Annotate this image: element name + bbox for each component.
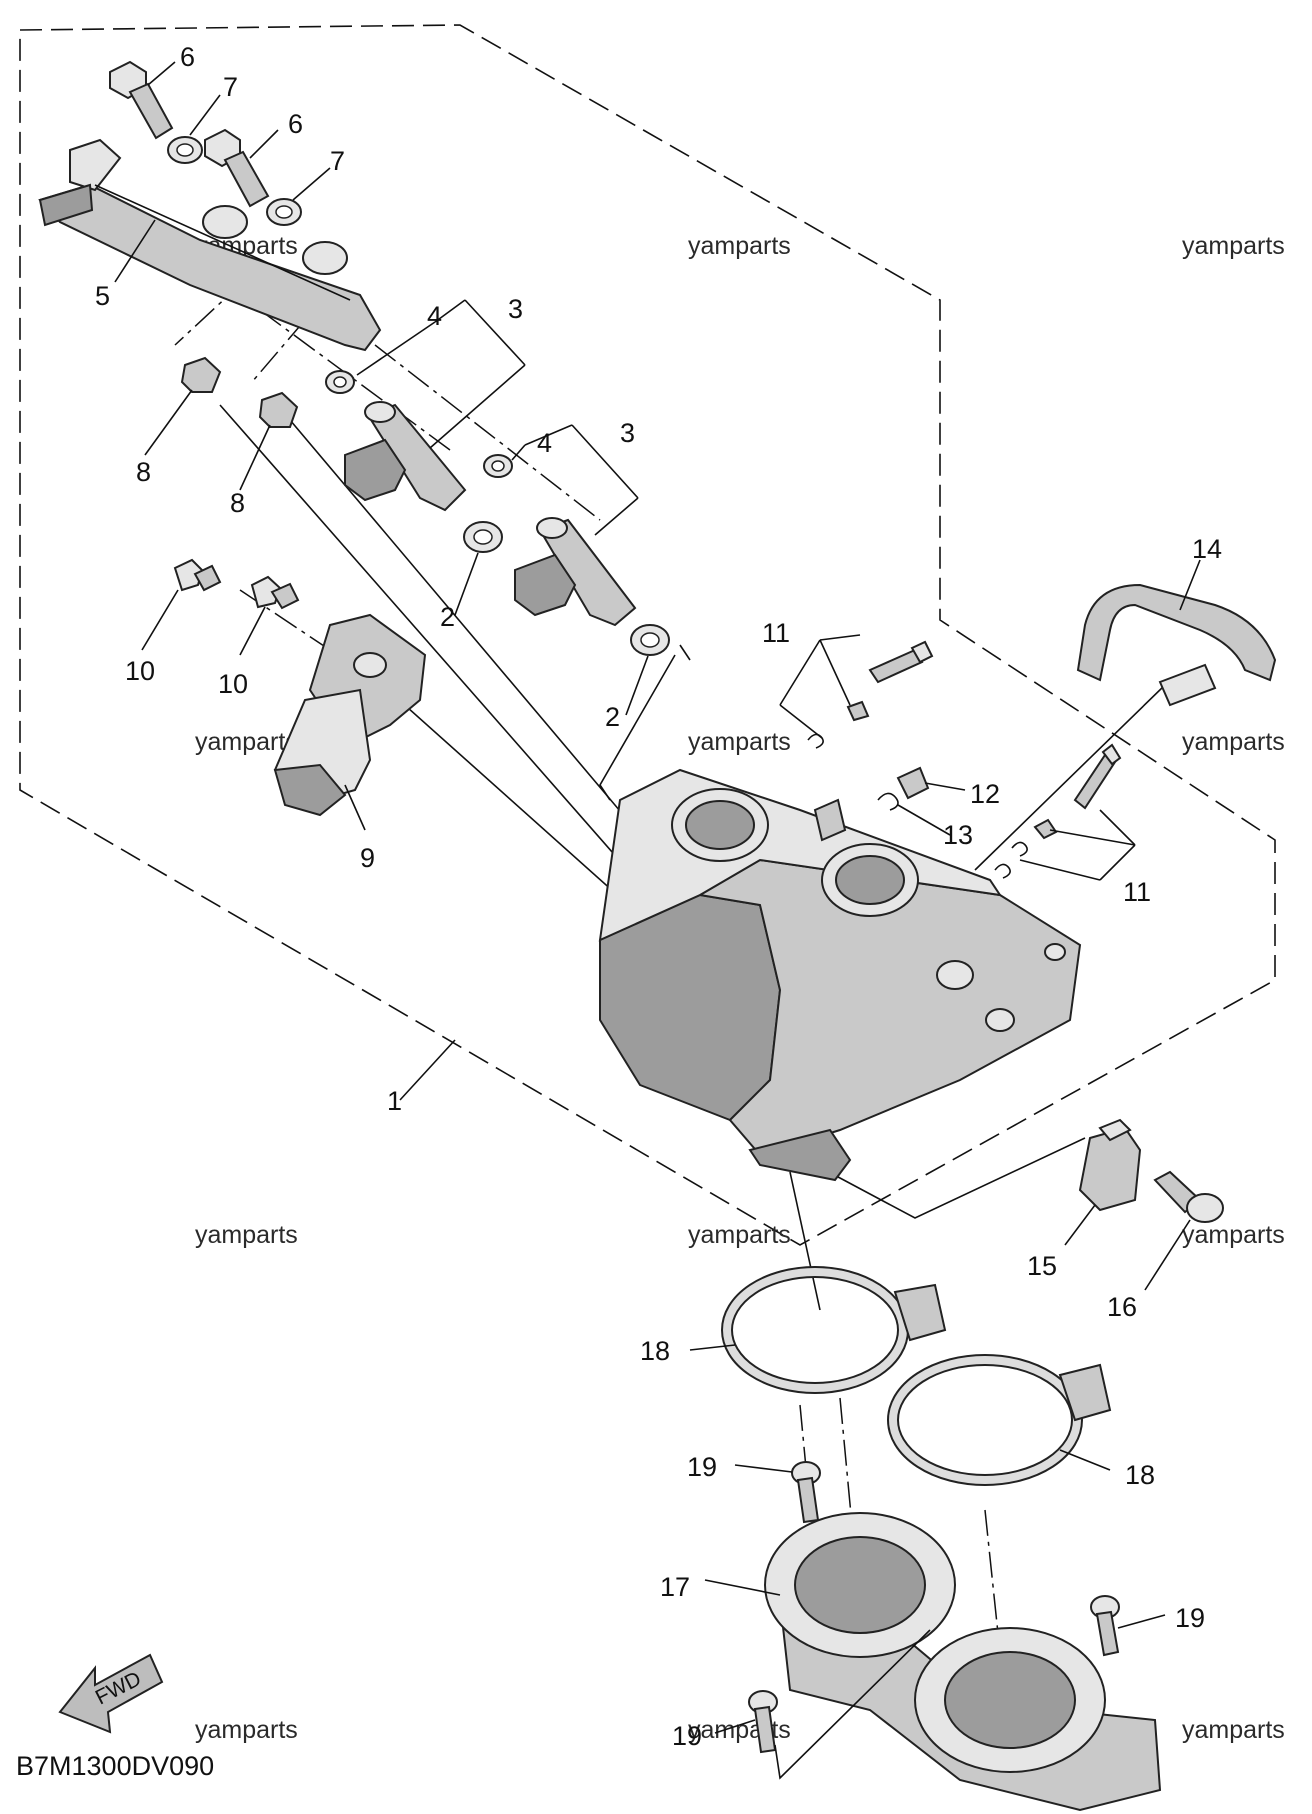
o-ring-4-left: [325, 370, 355, 394]
watermark: yamparts: [1182, 728, 1285, 756]
hose-14: [1076, 583, 1277, 707]
watermark: yamparts: [1182, 1221, 1285, 1249]
callout-12: 12: [970, 779, 1000, 809]
callout-7: 7: [330, 146, 345, 176]
callout-14: 14: [1192, 534, 1222, 564]
screw-10-left: [173, 558, 222, 592]
intake-joint-17: [764, 1512, 1162, 1812]
throttle-body: [598, 768, 1082, 1182]
callout-6: 6: [288, 109, 303, 139]
callout-19: 19: [687, 1452, 717, 1482]
callout-3: 3: [508, 294, 523, 324]
callout-2: 2: [605, 702, 620, 732]
callout-7: 7: [223, 72, 238, 102]
seal-2-right: [630, 624, 670, 656]
clip-13: [877, 792, 899, 811]
callout-17: 17: [660, 1572, 690, 1602]
callout-10: 10: [125, 656, 155, 686]
seal-2-left: [463, 521, 503, 553]
watermark: yamparts: [195, 1716, 298, 1744]
bolt-19-right: [1090, 1595, 1120, 1657]
injector-3-right: [514, 517, 637, 627]
gasket-7-lower: [266, 198, 302, 226]
watermark: yamparts: [688, 1716, 791, 1744]
callout-labels: 6 6 7 7 5 4 3 4 3 8 8 2 2 10 10 9 11 12 …: [95, 42, 1222, 1751]
callout-2: 2: [440, 602, 455, 632]
clamp-18-lower: [887, 1354, 1112, 1486]
callout-10: 10: [218, 669, 248, 699]
callout-8: 8: [230, 488, 245, 518]
callout-18: 18: [1125, 1460, 1155, 1490]
bolt-6-upper: [109, 60, 174, 140]
fuel-rail-5: [38, 138, 382, 352]
o-ring-4-right: [483, 454, 513, 478]
watermark: yamparts: [1182, 1716, 1285, 1744]
callout-1: 1: [387, 1086, 402, 1116]
forward-arrow-icon: FWD: [58, 1653, 164, 1734]
callout-16: 16: [1107, 1292, 1137, 1322]
callout-19: 19: [1175, 1603, 1205, 1633]
callout-11: 11: [762, 618, 790, 648]
watermark: yamparts: [688, 1221, 791, 1249]
watermark: yamparts: [688, 232, 791, 260]
bolt-19-lower: [748, 1690, 778, 1754]
bolt-6-lower: [204, 128, 270, 208]
watermark: yamparts: [1182, 232, 1285, 260]
screw-set-11-upper: [807, 640, 934, 749]
callout-18: 18: [640, 1336, 670, 1366]
screw-set-11-lower: [994, 743, 1122, 879]
callout-11: 11: [1123, 877, 1151, 907]
bolt-19-upper: [791, 1461, 821, 1524]
sensor-15: [1078, 1118, 1142, 1212]
callout-8: 8: [136, 457, 151, 487]
callout-13: 13: [943, 820, 973, 850]
assembly-1-boundary: [19, 24, 1276, 1246]
callout-5: 5: [95, 281, 110, 311]
sensor-9: [273, 613, 427, 817]
bolt-16: [1153, 1170, 1224, 1223]
watermarks: yamparts yamparts yamparts yamparts yamp…: [195, 232, 1285, 1744]
watermark: yamparts: [195, 1221, 298, 1249]
diagram-code: B7M1300DV090: [16, 1751, 214, 1781]
callout-15: 15: [1027, 1251, 1057, 1281]
cap-12: [896, 766, 930, 800]
watermark: yamparts: [195, 728, 298, 756]
injector-3-left: [344, 401, 467, 512]
callout-9: 9: [360, 843, 375, 873]
callout-19: 19: [672, 1721, 702, 1751]
clamp-18-upper: [721, 1266, 947, 1394]
cap-8-left: [180, 356, 222, 393]
screw-10-right: [250, 575, 300, 610]
callout-6: 6: [180, 42, 195, 72]
watermark: yamparts: [688, 728, 791, 756]
callout-4: 4: [427, 301, 442, 331]
callout-4: 4: [537, 428, 552, 458]
callout-3: 3: [620, 418, 635, 448]
cap-8-right: [258, 391, 299, 428]
leader-lines: [114, 61, 1201, 1780]
gasket-7-upper: [167, 136, 203, 164]
